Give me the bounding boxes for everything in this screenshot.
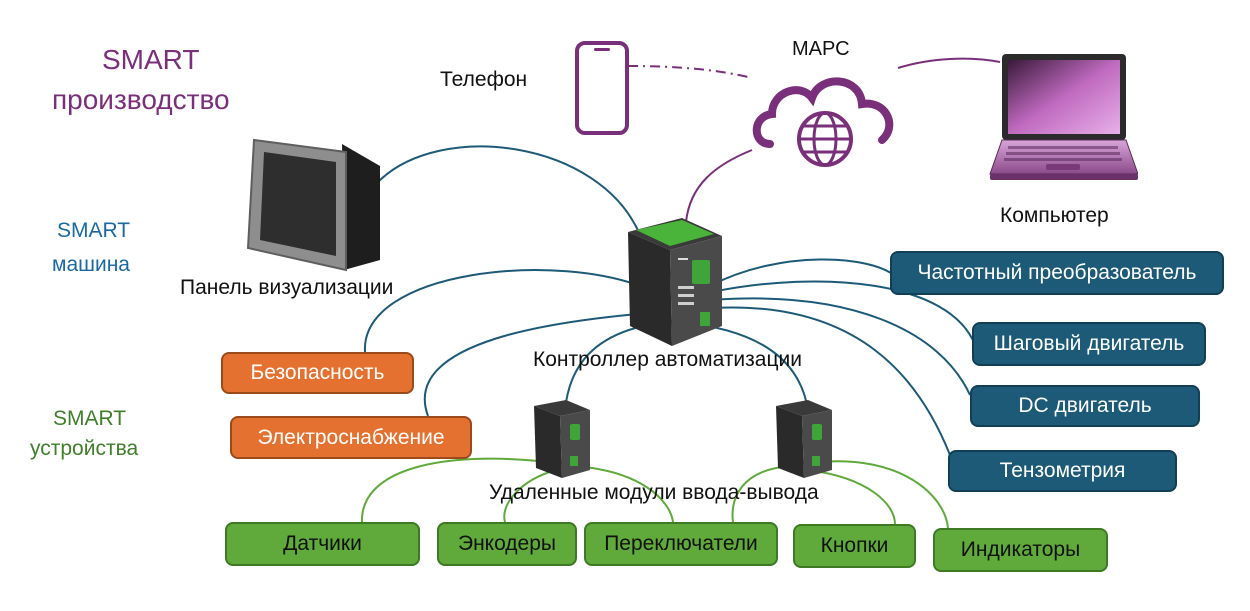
remote-modules-label: Удаленные модули ввода-вывода xyxy=(489,481,819,504)
phone-icon xyxy=(575,41,629,135)
level-devices-line2: устройства xyxy=(30,437,139,460)
remote-module-2-icon xyxy=(776,400,832,478)
title-line2: производство xyxy=(52,84,230,115)
panel-label: Панель визуализации xyxy=(180,276,394,299)
link-phone-cloud xyxy=(627,65,753,79)
link-switches-2 xyxy=(731,465,791,523)
box-power-supply: Электроснабжение xyxy=(230,416,472,459)
level-devices-line1: SMART xyxy=(53,407,127,430)
box-safety: Безопасность xyxy=(221,352,414,394)
phone-label: Телефон xyxy=(440,68,528,91)
remote-module-1-icon xyxy=(534,400,590,478)
link-switches-1 xyxy=(571,465,674,523)
link-freq xyxy=(711,258,896,286)
controller-icon xyxy=(628,218,722,346)
box-indicators: Индикаторы xyxy=(933,528,1108,572)
cloud-icon xyxy=(752,77,894,148)
box-dc-motor: DC двигатель xyxy=(970,385,1200,427)
link-buttons xyxy=(807,469,896,525)
globe-icon xyxy=(797,111,853,167)
link-panel-controller xyxy=(377,145,641,236)
controller-label: Контроллер автоматизации xyxy=(533,348,802,371)
cloud-label: МАРС xyxy=(792,38,850,60)
link-cloud-laptop xyxy=(897,57,1001,69)
level-machine-line2: машина xyxy=(52,253,130,276)
link-tenso xyxy=(711,306,951,456)
link-encoders xyxy=(503,469,557,523)
laptop-icon xyxy=(989,54,1138,180)
box-frequency-converter: Частотный преобразователь xyxy=(890,251,1224,295)
box-tensometry: Тензометрия xyxy=(948,450,1177,492)
link-stepper xyxy=(711,280,976,346)
link-dc xyxy=(711,297,971,396)
panel-icon xyxy=(246,138,380,272)
link-sensors xyxy=(360,457,549,523)
link-indicators xyxy=(819,460,949,529)
link-power xyxy=(424,311,661,417)
link-cloud-controller xyxy=(685,149,753,223)
box-encoders: Энкодеры xyxy=(437,522,577,566)
box-sensors: Датчики xyxy=(225,522,420,566)
box-buttons: Кнопки xyxy=(793,524,916,568)
title-line1: SMART xyxy=(102,44,200,75)
box-switches: Переключатели xyxy=(584,522,778,566)
computer-label: Компьютер xyxy=(1000,204,1109,227)
box-stepper-motor: Шаговый двигатель xyxy=(972,322,1206,366)
link-safety xyxy=(363,269,651,353)
level-machine-line1: SMART xyxy=(57,219,131,242)
